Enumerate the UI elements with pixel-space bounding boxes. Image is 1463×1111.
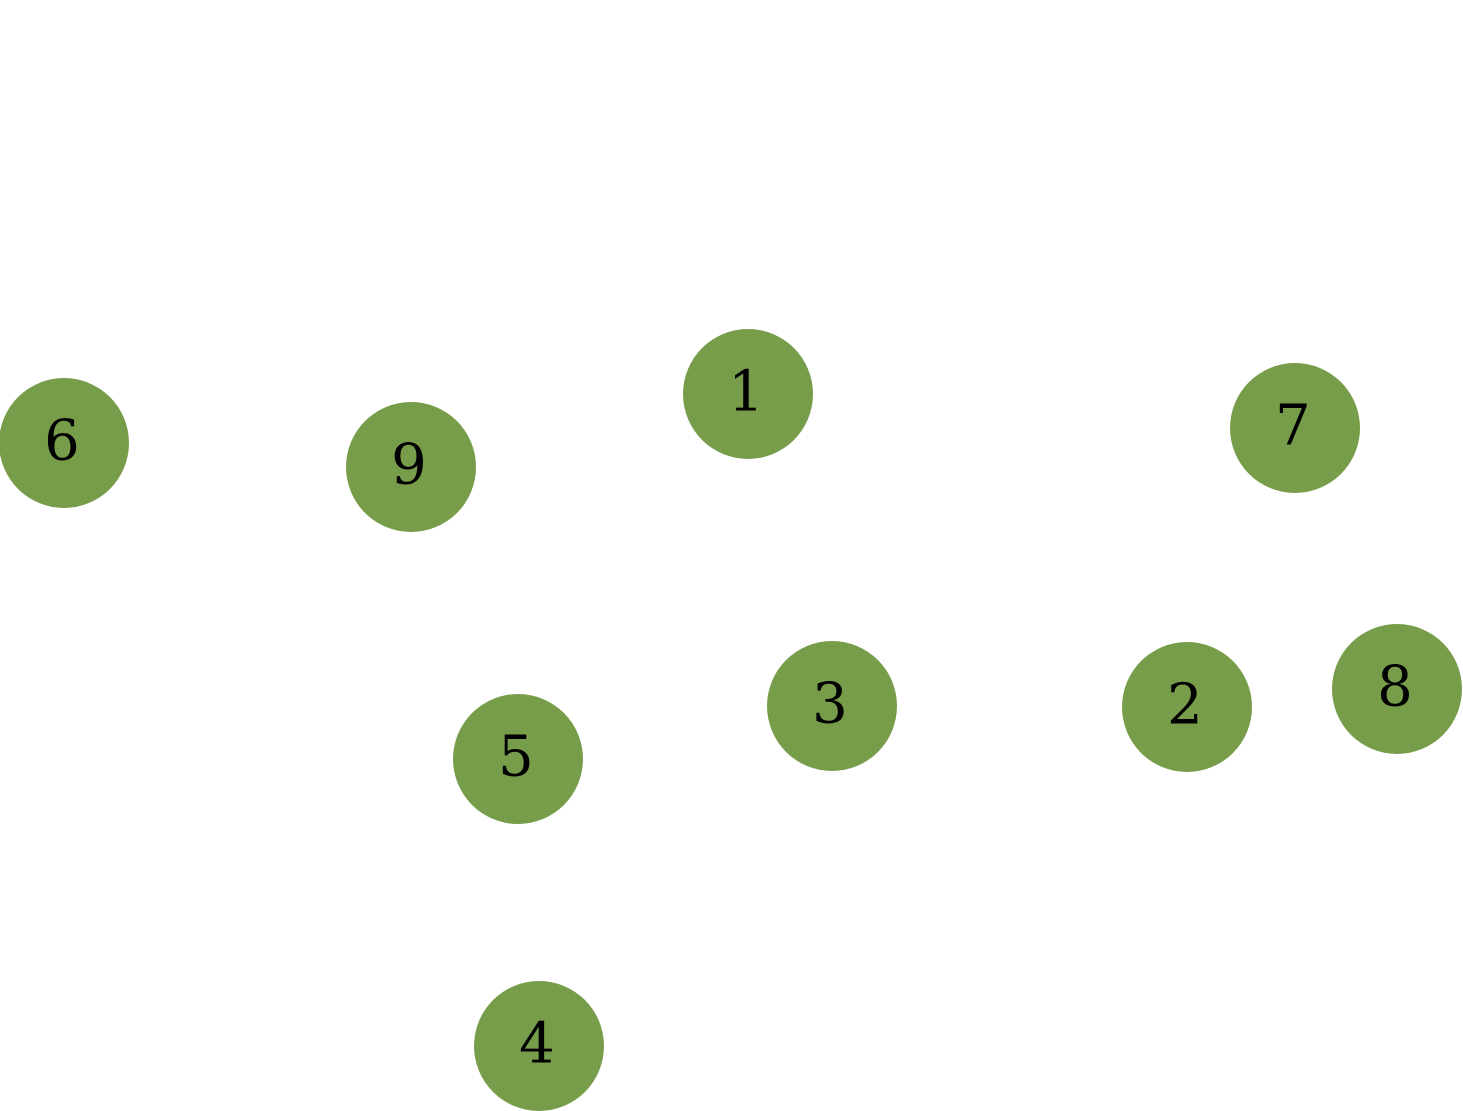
node-5: 5 [453,694,583,824]
node-label: 7 [1275,394,1311,459]
node-circle [767,641,897,771]
node-label: 4 [519,1012,555,1077]
node-6: 6 [0,378,129,508]
node-1: 1 [683,329,813,459]
node-circle [1230,363,1360,493]
node-circle [346,402,476,532]
node-label: 2 [1167,673,1203,738]
node-label: 5 [498,725,534,790]
node-label: 9 [391,433,427,498]
node-label: 1 [728,360,764,425]
node-label: 3 [812,672,848,737]
node-circle [683,329,813,459]
node-4: 4 [474,981,604,1111]
node-8: 8 [1332,624,1462,754]
node-9: 9 [346,402,476,532]
node-circle [1332,624,1462,754]
node-label: 6 [44,409,80,474]
node-7: 7 [1230,363,1360,493]
node-3: 3 [767,641,897,771]
node-circle [453,694,583,824]
node-circle [0,378,129,508]
node-2: 2 [1122,642,1252,772]
node-circle [1122,642,1252,772]
node-label: 8 [1377,655,1413,720]
node-circle [474,981,604,1111]
nodes-layer: 1 2 3 4 5 6 7 8 9 [0,329,1462,1111]
